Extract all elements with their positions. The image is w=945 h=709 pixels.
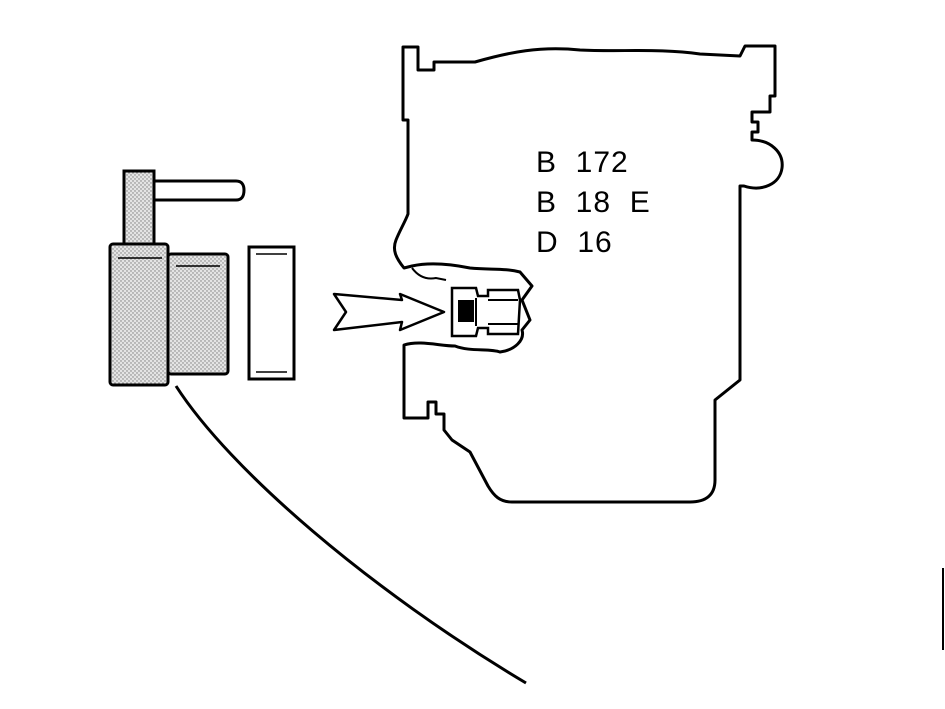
press-tool-icon (108, 169, 246, 387)
leader-line (174, 385, 527, 685)
engine-code: D 16 (536, 226, 613, 259)
engine-code: B 172 (536, 146, 629, 179)
engine-code-list: B 172 B 18 E D 16 (536, 143, 651, 263)
engine-block-outline (392, 44, 784, 504)
direction-arrow-icon (332, 292, 446, 332)
engine-code: B 18 E (536, 186, 651, 219)
seal-ring-icon (247, 245, 296, 381)
engine-window-edge (411, 267, 447, 281)
crankshaft-seal-icon (450, 286, 522, 338)
